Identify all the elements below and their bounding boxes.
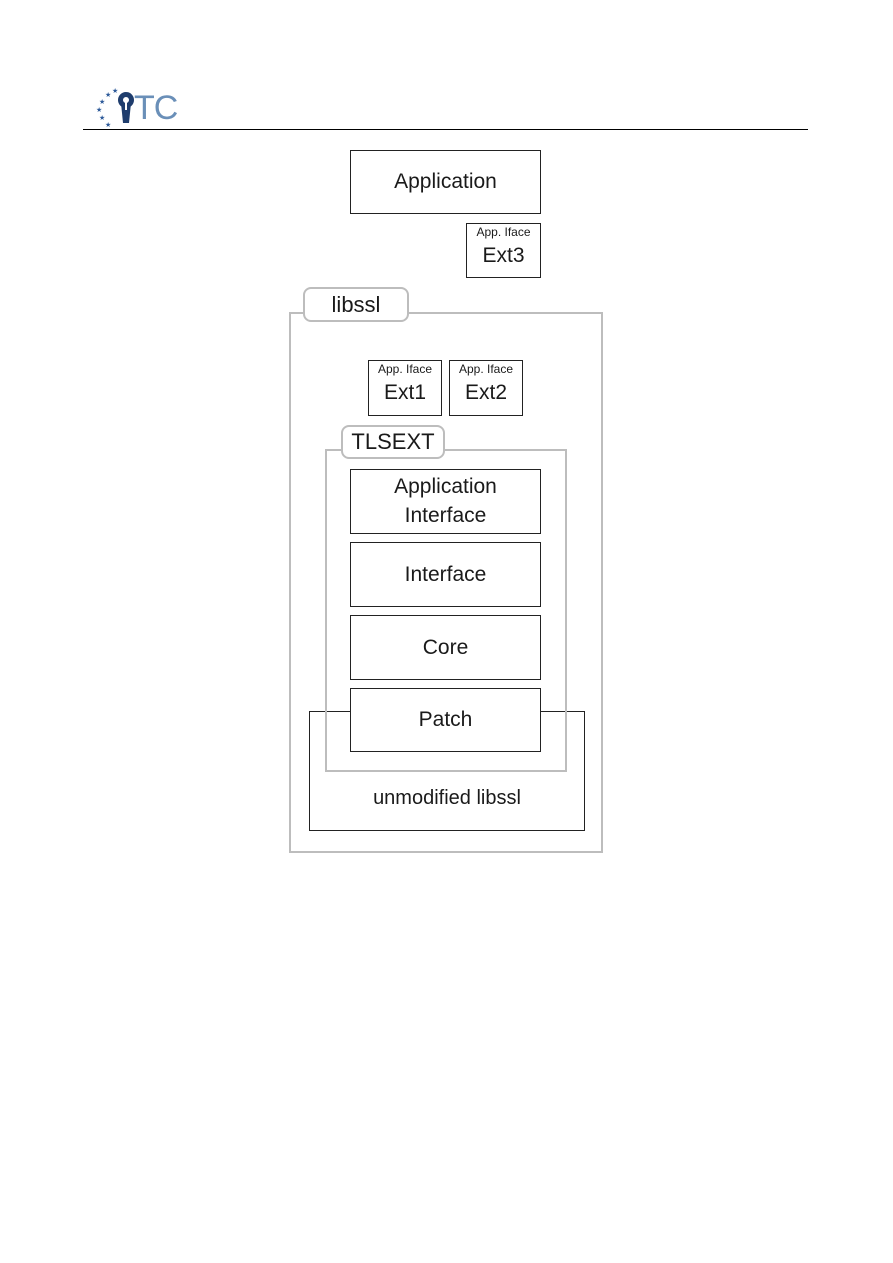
ext1-iface-label: App. Iface	[377, 362, 433, 376]
libssl-label: libssl	[331, 291, 381, 317]
patch-label: Patch	[418, 708, 473, 732]
core-layer: Core	[350, 615, 541, 680]
logo-mark-icon: ★ ★ ★ ★ ★ ★	[96, 87, 134, 129]
core-label: Core	[422, 635, 469, 659]
tlsext-frame	[325, 449, 567, 772]
logo-text: TC	[134, 89, 178, 127]
ext2-name-label: Ext2	[464, 381, 508, 404]
svg-text:★: ★	[112, 87, 118, 95]
ext3-iface-label: App. Iface	[476, 225, 531, 239]
itc-logo: ★ ★ ★ ★ ★ ★ TC	[94, 85, 194, 129]
unmodified-libssl-label: unmodified libssl	[373, 787, 521, 809]
svg-text:★: ★	[105, 121, 111, 129]
ext3-name-label: Ext3	[482, 244, 525, 267]
patch-layer: Patch	[350, 688, 541, 752]
ext2-iface-label: App. Iface	[458, 362, 514, 376]
libssl-frame	[289, 312, 603, 853]
header-divider	[83, 129, 808, 130]
application-label: Application	[394, 170, 497, 194]
application-interface-layer: Application Interface	[350, 469, 541, 534]
interface-label: Interface	[404, 562, 487, 586]
ext1-name-label: Ext1	[383, 381, 427, 404]
svg-text:★: ★	[105, 91, 111, 99]
tlsext-tag: TLSEXT	[341, 425, 445, 459]
tlsext-label: TLSEXT	[351, 429, 435, 454]
libssl-tag: libssl	[303, 287, 409, 322]
ext1-box: App. Iface Ext1	[368, 360, 442, 416]
svg-text:★: ★	[99, 98, 105, 106]
svg-text:★: ★	[96, 106, 102, 114]
svg-text:★: ★	[99, 114, 105, 122]
ext3-box: App. Iface Ext3	[466, 223, 541, 278]
application-box: Application	[350, 150, 541, 214]
application-interface-line2: Interface	[404, 503, 487, 527]
interface-layer: Interface	[350, 542, 541, 607]
ext2-box: App. Iface Ext2	[449, 360, 523, 416]
application-interface-line1: Application	[394, 475, 497, 499]
